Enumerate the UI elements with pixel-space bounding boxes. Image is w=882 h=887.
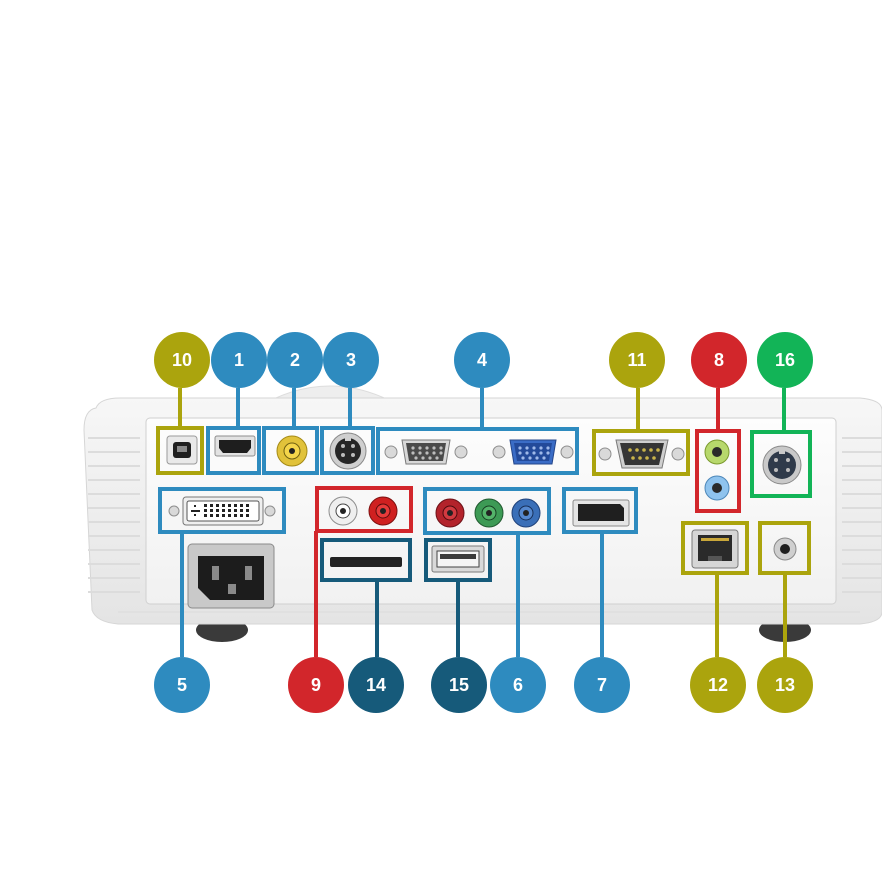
- callout-15: 15: [431, 657, 487, 713]
- highlight-box-6: [423, 487, 551, 535]
- callout-7: 7: [574, 657, 630, 713]
- mini-din-port: [762, 445, 802, 485]
- highlight-box-11: [592, 429, 690, 476]
- highlight-box-3: [320, 426, 375, 475]
- callout-4: 4: [454, 332, 510, 388]
- rs232-port: [598, 439, 685, 469]
- vga-port-blue: [492, 439, 574, 465]
- callout-16: 16: [757, 332, 813, 388]
- callout-9: 9: [288, 657, 344, 713]
- callout-10: 10: [154, 332, 210, 388]
- callout-11: 11: [609, 332, 665, 388]
- rj45-lan-port: [691, 529, 739, 569]
- power-inlet: [187, 543, 275, 609]
- dvi-port: [168, 496, 276, 526]
- highlight-box-2: [262, 426, 319, 475]
- callout-1: 1: [211, 332, 267, 388]
- left-vent: [88, 437, 140, 593]
- highlight-box-5: [158, 487, 286, 534]
- callout-2: 2: [267, 332, 323, 388]
- audio-out-jack: [773, 537, 797, 561]
- vga-in-port: [384, 439, 468, 465]
- callout-13: 13: [757, 657, 813, 713]
- audio-jacks: [704, 439, 730, 501]
- highlight-box-1: [206, 426, 261, 475]
- callout-5: 5: [154, 657, 210, 713]
- composite-video-port: [276, 435, 308, 467]
- callout-8: 8: [691, 332, 747, 388]
- highlight-box-9: [315, 486, 413, 533]
- callout-6: 6: [490, 657, 546, 713]
- sd-card-slot: [330, 557, 402, 567]
- callout-3: 3: [323, 332, 379, 388]
- highlight-box-16: [750, 430, 812, 498]
- audio-rca-ports: [328, 496, 398, 526]
- highlight-box-4: [376, 427, 579, 475]
- right-vent: [842, 437, 882, 593]
- usb-b-port: [166, 435, 198, 465]
- s-video-port: [329, 432, 367, 470]
- hdmi-port: [214, 435, 256, 457]
- displayport-port: [572, 499, 630, 527]
- callout-14: 14: [348, 657, 404, 713]
- component-video-ports: [435, 498, 541, 528]
- callout-12: 12: [690, 657, 746, 713]
- highlight-box-14: [320, 538, 412, 582]
- usb-a-port: [431, 545, 485, 573]
